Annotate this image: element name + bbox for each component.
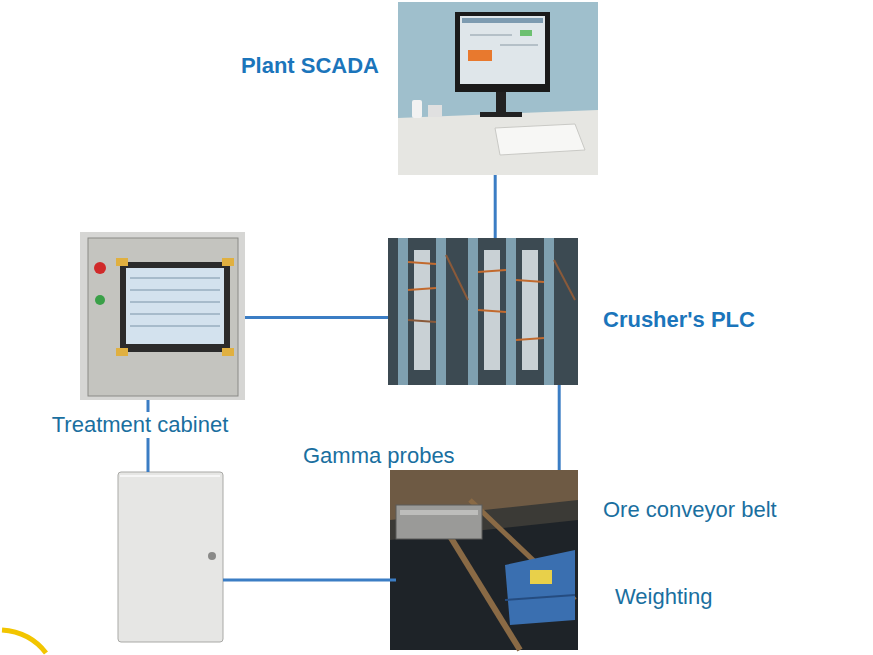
connector-line	[558, 385, 561, 470]
node-label: Gamma probes	[300, 443, 458, 469]
photo-node: Treatment cabinet	[80, 232, 245, 400]
conveyor-photo	[390, 470, 578, 650]
cable-line	[223, 579, 396, 582]
photo-node: Crusher's PLC	[388, 238, 578, 385]
node-label: Crusher's PLC	[600, 307, 758, 333]
node-label: Plant SCADA	[238, 53, 382, 79]
logo-fragment	[2, 630, 46, 653]
node-label: Weighting	[612, 584, 715, 610]
connector-line	[494, 175, 497, 238]
photo-node: Plant SCADA	[398, 2, 598, 175]
plc-photo	[388, 238, 578, 385]
node-label: Treatment cabinet	[49, 412, 232, 438]
node-label: Ore conveyor belt	[600, 497, 780, 523]
electronics-box	[118, 472, 223, 642]
photo-node: Gamma probesOre conveyor beltWeighting	[390, 470, 578, 650]
cabinet-photo	[80, 232, 245, 400]
connector-line	[245, 316, 388, 319]
scada-photo	[398, 2, 598, 175]
